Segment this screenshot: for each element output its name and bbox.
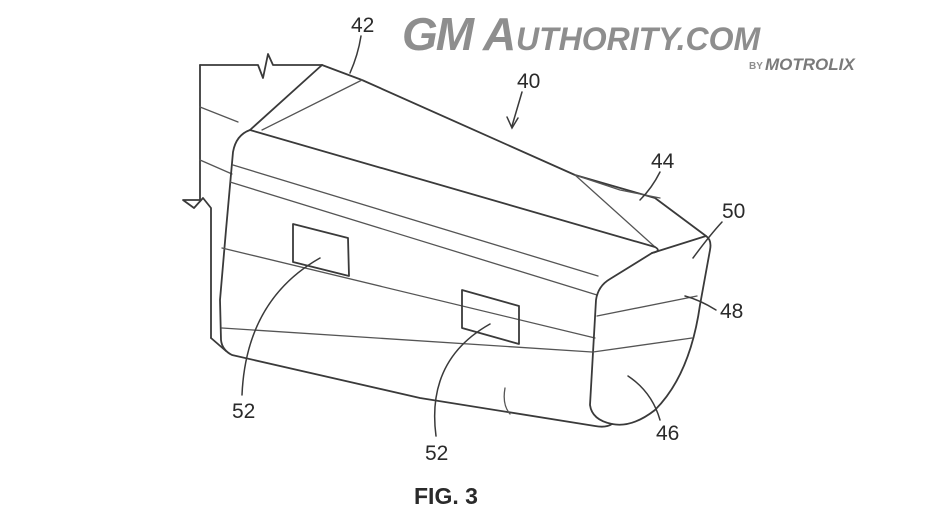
body-line-mid [199,159,233,175]
leader-48 [684,295,717,311]
housing-top-ridge [321,64,707,237]
leader-44 [639,171,661,201]
logo-uthority-text: UTHORITY.COM [516,21,762,57]
housing-front-facet-line [574,174,656,248]
housing-assembly [219,64,712,428]
vehicle-body-outline [182,53,323,352]
leader-40 [511,91,523,127]
housing-band-3 [221,247,596,339]
leader-lines [241,35,723,437]
front-face-band-lower [592,337,693,353]
leader-42 [349,35,362,74]
leader-40-arrowhead [506,116,519,130]
top-break-line [199,53,323,79]
housing-shoulder-line [249,129,659,254]
reference-numerals: 42 40 44 50 48 46 52 52 [232,14,745,465]
label-46: 46 [656,422,679,445]
housing-front-face [589,235,712,426]
housing-band-1 [232,164,599,277]
leader-52-left [241,257,321,396]
label-42: 42 [351,14,374,37]
label-44: 44 [651,150,675,173]
housing-band-2 [229,181,598,296]
figure-caption: FIG. 3 [414,483,478,509]
logo-gm-text: GM [402,8,476,60]
logo-motrolix-text: MOTROLIX [765,55,856,74]
logo-by-text: BY [749,61,763,72]
leader-52-right [433,323,491,437]
label-50: 50 [722,200,745,223]
body-line-upper [199,106,239,123]
housing-bottom-crease [503,387,511,415]
front-face-band-upper [596,295,698,317]
sensor-window-right [461,289,520,345]
housing-band-4 [221,327,593,353]
housing-rear-edge [249,64,323,131]
housing-rear-panel-line [261,79,363,131]
logo-a-text: A [482,8,514,60]
leader-46 [627,375,661,421]
label-48: 48 [720,300,743,323]
label-52-left: 52 [232,400,255,423]
left-break-line [182,64,212,339]
label-52-right: 52 [425,442,448,465]
sensor-window-left [292,223,350,277]
label-40: 40 [517,70,540,93]
gm-authority-logo: GM A UTHORITY.COM BY MOTROLIX [402,8,856,74]
housing-front-top-line [574,174,661,199]
housing-outer-contour [219,129,613,428]
leader-50 [692,221,723,259]
